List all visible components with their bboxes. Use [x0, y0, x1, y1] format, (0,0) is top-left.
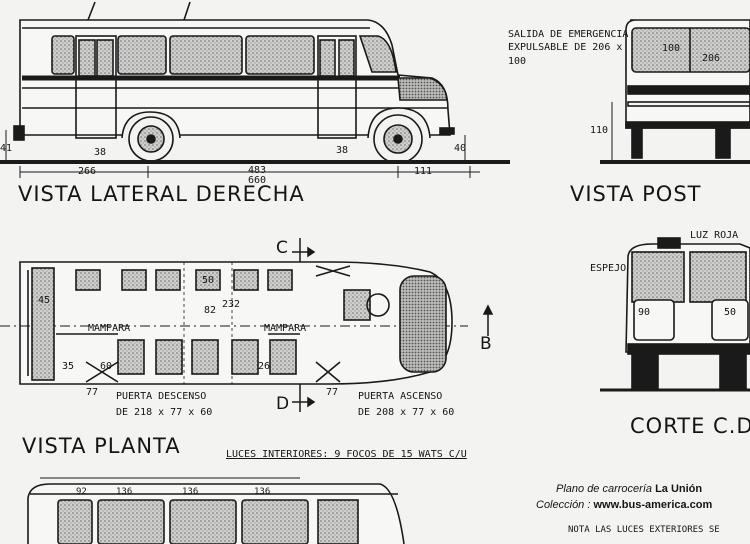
dim-111: 111: [414, 166, 433, 177]
dim-660: 660: [248, 175, 267, 186]
credit-brand: La Unión: [655, 483, 703, 495]
luces-label: LUCES INTERIORES: 9 FOCOS DE 15 WATS C/U: [226, 449, 467, 460]
section-view: [600, 237, 750, 392]
luz-roja-label: LUZ ROJA: [690, 230, 739, 241]
dim-100: 100: [662, 43, 681, 54]
dim-136b: 136: [182, 487, 199, 497]
espejo-label: ESPEJO: [590, 263, 627, 274]
dim-136c: 136: [254, 487, 271, 497]
dim-90: 90: [638, 307, 651, 318]
mampara-right-label: MAMPARA: [264, 323, 307, 334]
plan-view: [0, 261, 468, 385]
corte-title: CORTE C.D: [630, 414, 750, 438]
credit-prefix-2: Colección :: [536, 499, 591, 511]
dim-206: 206: [702, 53, 721, 64]
section-mark-c: C: [276, 238, 289, 258]
dim-45: 45: [38, 295, 51, 306]
credit-line-2: Colección : www.bus-america.com: [536, 500, 712, 511]
puerta-ascenso-label-2: DE 208 x 77 x 60: [358, 407, 455, 418]
side-dimension-lines: [5, 130, 480, 178]
dim-26: 26: [258, 361, 271, 372]
mampara-left-label: MAMPARA: [88, 323, 131, 334]
section-markers: [292, 238, 494, 412]
dim-82: 82: [204, 305, 217, 316]
dim-232: 232: [222, 299, 241, 310]
credit-prefix-1: Plano de carrocería: [556, 483, 652, 495]
dim-483: 483: [248, 165, 267, 176]
credit-site: www.bus-america.com: [593, 499, 713, 511]
dim-92: 92: [76, 487, 87, 497]
vista-lateral-title: VISTA LATERAL DERECHA: [18, 182, 305, 206]
salida-label-1: SALIDA DE EMERGENCIA: [508, 29, 629, 40]
salida-label-3: 100: [508, 56, 527, 67]
dim-50: 50: [202, 275, 215, 286]
vista-planta-title: VISTA PLANTA: [22, 434, 181, 458]
nota-label: NOTA LAS LUCES EXTERIORES SE: [568, 525, 720, 535]
puerta-descenso-label-2: DE 218 x 77 x 60: [116, 407, 213, 418]
dim-50b: 50: [724, 307, 737, 318]
dim-38b: 38: [336, 145, 349, 156]
dim-266: 266: [78, 166, 97, 177]
dim-35: 35: [62, 361, 75, 372]
dim-77b: 77: [326, 387, 339, 398]
bottom-side-view: [27, 477, 405, 544]
dim-38a: 38: [94, 147, 107, 158]
dim-77a: 77: [86, 387, 99, 398]
dim-60: 60: [100, 361, 113, 372]
credit-line-1: Plano de carrocería La Unión: [556, 484, 702, 495]
vista-post-title: VISTA POST: [570, 182, 702, 206]
side-view: [0, 1, 510, 164]
dim-136a: 136: [116, 487, 133, 497]
rear-view: [600, 19, 750, 164]
dim-41: 41: [0, 143, 13, 154]
section-mark-d: D: [276, 394, 291, 414]
section-mark-b: B: [480, 334, 493, 354]
dim-40: 40: [454, 143, 467, 154]
puerta-descenso-label-1: PUERTA DESCENSO: [116, 391, 207, 402]
salida-label-2: EXPULSABLE DE 206 x: [508, 42, 623, 53]
puerta-ascenso-label-1: PUERTA ASCENSO: [358, 391, 443, 402]
dim-110: 110: [590, 125, 609, 136]
